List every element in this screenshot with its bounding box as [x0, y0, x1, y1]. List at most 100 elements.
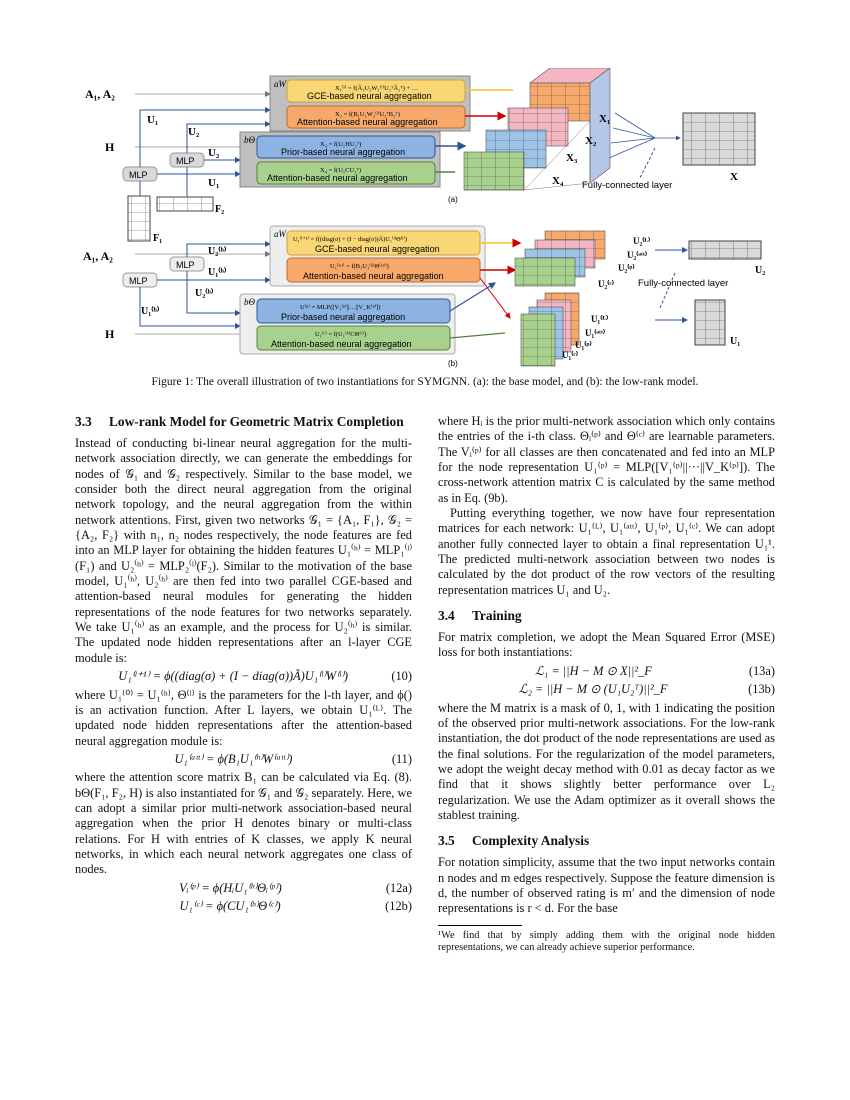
equation-body: U₁⁽ˡ⁺¹⁾ = ϕ((diag(σ) + (I − diag(σ))Ã)U₁… [118, 669, 349, 684]
u1-label-a2: U₁ [208, 177, 219, 189]
u1-label-a1: U₁ [147, 114, 158, 126]
section-number: 3.3 [75, 414, 92, 429]
prior-formula-b: U⁽ᵖ⁾ = MLP([V₁⁽ᵖ⁾||…||V_K⁽ᵖ⁾]) [300, 303, 381, 311]
equation-body: ℒ₁ = ||H − M ⊙ X||²_F [534, 663, 652, 678]
btheta-label-b: bΘ [244, 297, 256, 307]
u2h-label-2: U₂⁽ʰ⁾ [195, 288, 214, 299]
aw-label-b: aW [274, 229, 288, 239]
section-title: Training [472, 608, 522, 624]
att2-label-a: Attention-based neural aggregation [267, 173, 408, 183]
att-formula-a: X₂ = f(B₁U₁W₂⁽ˡ⁾U₂ᵀB₂ᵀ) [335, 110, 400, 118]
tag-b: (b) [448, 359, 458, 368]
equation-number: (13a) [748, 663, 775, 678]
cube-b-u2 [514, 230, 606, 287]
paragraph: For notation simplicity, assume that the… [438, 855, 775, 916]
f2-matrix [156, 196, 214, 212]
mlp-label-b2: MLP [176, 260, 195, 270]
u1h-label-2: U₁⁽ʰ⁾ [141, 306, 160, 317]
u1-output-label: U₁ [730, 336, 740, 347]
u2L-label: U₂⁽ᴸ⁾ [633, 236, 650, 246]
att2-formula-b: U₁⁽ᶜ⁾ = f(U₁⁽ʰ⁾CΘ⁽ᶜ⁾) [315, 330, 366, 338]
right-column: where Hᵢ is the prior multi-network asso… [438, 414, 775, 955]
gce-formula-b: U₁⁽ˡ⁺¹⁾ = f((diag(σ) + (I − diag(σ))Ã)U₁… [293, 235, 407, 243]
u2-label-a2: U₂ [208, 147, 220, 159]
h-label-a: H [105, 140, 115, 154]
section-heading-3-4: 3.4 Training [438, 608, 775, 624]
u1L-label: U₁⁽ᴸ⁾ [591, 314, 608, 324]
prior-formula-a: X₃ = f(U₁HU₂ᵀ) [320, 141, 361, 148]
paragraph: where U₁⁽⁰⁾ = U₁⁽ʰ⁾, Θ⁽ˡ⁾ is the paramet… [75, 687, 412, 748]
section-heading-3-5: 3.5 Complexity Analysis [438, 833, 775, 849]
equation-body: ℒ₂ = ||H − M ⊙ (U₁U₂ᵀ)||²_F [518, 682, 668, 697]
equation-body: U₁⁽ᵃᵗᵗ⁾ = ϕ(B₁U₁⁽ʰ⁾W⁽ᵃᵗᵗ⁾) [174, 751, 293, 766]
equation-number: (12b) [385, 898, 412, 913]
equation-number: (10) [391, 669, 412, 684]
att2-formula-a: X₄ = f(U₁CU₂ᵀ) [320, 167, 361, 174]
paragraph: where Hᵢ is the prior multi-network asso… [438, 414, 775, 505]
fc-label-b: Fully-connected layer [638, 278, 728, 289]
a1a2-label-b: A₁, A₂ [83, 249, 113, 263]
left-column: 3.3 Low-rank Model for Geometric Matrix … [75, 414, 412, 917]
gce-label-b: GCE-based neural aggregation [315, 244, 440, 254]
equation-13a: ℒ₁ = ||H − M ⊙ X||²_F (13a) [438, 664, 775, 679]
gce-label-a: GCE-based neural aggregation [307, 91, 432, 101]
cube-a [463, 67, 611, 191]
section-title: Complexity Analysis [472, 833, 590, 849]
paragraph: Instead of conducting bi-linear neural a… [75, 436, 412, 665]
att2-label-b: Attention-based neural aggregation [271, 339, 412, 349]
x2-label: X₂ [585, 135, 597, 147]
aw-label-a: aW [274, 79, 288, 89]
x-label: X [730, 171, 738, 183]
equation-10: U₁⁽ˡ⁺¹⁾ = ϕ((diag(σ) + (I − diag(σ))Ã)U₁… [75, 669, 412, 684]
equation-number: (11) [391, 751, 412, 766]
att-module-a [286, 105, 466, 129]
equation-number: (13b) [748, 682, 775, 697]
footnote-rule [438, 924, 522, 926]
u2p-label: U₂⁽ᵖ⁾ [618, 263, 635, 273]
f2-label: F₂ [215, 204, 224, 215]
section-heading-3-3: 3.3 Low-rank Model for Geometric Matrix … [75, 414, 412, 430]
equation-12a: Vᵢ⁽ᵖ⁾ = ϕ(HᵢU₁⁽ʰ⁾Θᵢ⁽ᵖ⁾) (12a) [75, 881, 412, 896]
u2-label-a1: U₂ [188, 126, 200, 138]
u2-output-label: U₂ [755, 265, 765, 276]
u1c-label: U₁⁽ᶜ⁾ [562, 350, 578, 360]
footnote: ¹We find that by simply adding them with… [438, 929, 775, 954]
att2-module-a [256, 161, 436, 185]
paragraph: Putting everything together, we now have… [438, 506, 775, 597]
x4-label: X₄ [552, 175, 564, 187]
x1-label: X₁ [599, 113, 610, 125]
gce-module-a [286, 79, 466, 103]
prior-label-a: Prior-based neural aggregation [281, 147, 405, 157]
mlp-label-a1: MLP [129, 170, 148, 180]
u1att-label: U₁⁽ᵃᵗᵗ⁾ [585, 328, 605, 338]
att-label-a: Attention-based neural aggregation [297, 117, 438, 127]
f1-matrix [127, 195, 151, 242]
equation-number: (12a) [385, 880, 412, 895]
equation-13b: ℒ₂ = ||H − M ⊙ (U₁U₂ᵀ)||²_F (13b) [438, 682, 775, 697]
tag-a: (a) [448, 195, 458, 204]
a1a2-label-a: A₁, A₂ [85, 87, 115, 101]
mlp-label-a2: MLP [176, 156, 195, 166]
section-number: 3.5 [438, 833, 455, 849]
section-title: Low-rank Model for Geometric Matrix Comp… [109, 414, 404, 429]
architecture-diagram: A₁, A₂ H MLP MLP F₁ F₂ U₁ U₂ U₂ U₁ aW X₁… [83, 67, 765, 368]
att-formula-b: U₁⁽ᵃᵗᵗ⁾ = f(B₁U₁⁽ʰ⁾Θ⁽ᵃᵗᵗ⁾) [330, 262, 389, 270]
paragraph: where the M matrix is a mask of 0, 1, wi… [438, 700, 775, 822]
figure-1: A₁, A₂ H MLP MLP F₁ F₂ U₁ U₂ U₂ U₁ aW X₁… [75, 67, 775, 378]
mlp-label-b1: MLP [129, 276, 148, 286]
h-label-b: H [105, 327, 115, 341]
equation-body: Vᵢ⁽ᵖ⁾ = ϕ(HᵢU₁⁽ʰ⁾Θᵢ⁽ᵖ⁾) [179, 880, 282, 895]
u1p-label: U₁⁽ᵖ⁾ [575, 340, 592, 350]
prior-label-b: Prior-based neural aggregation [281, 312, 405, 322]
equation-body: U₁⁽ᶜ⁾ = ϕ(CU₁⁽ʰ⁾Θ⁽ᶜ⁾) [179, 898, 281, 913]
cube-b-u1 [520, 292, 580, 367]
u1h-label-1: U₁⁽ʰ⁾ [208, 267, 227, 278]
figure-caption: Figure 1: The overall illustration of tw… [151, 376, 699, 388]
section-number: 3.4 [438, 608, 455, 624]
u2c-label: U₂⁽ᶜ⁾ [598, 279, 614, 289]
u2h-label-1: U₂⁽ʰ⁾ [208, 246, 227, 257]
f1-label: F₁ [153, 233, 162, 244]
prior-module-a [256, 135, 436, 159]
paragraph: For matrix completion, we adopt the Mean… [438, 630, 775, 660]
u2att-label: U₂⁽ᵃᵗᵗ⁾ [627, 250, 647, 260]
